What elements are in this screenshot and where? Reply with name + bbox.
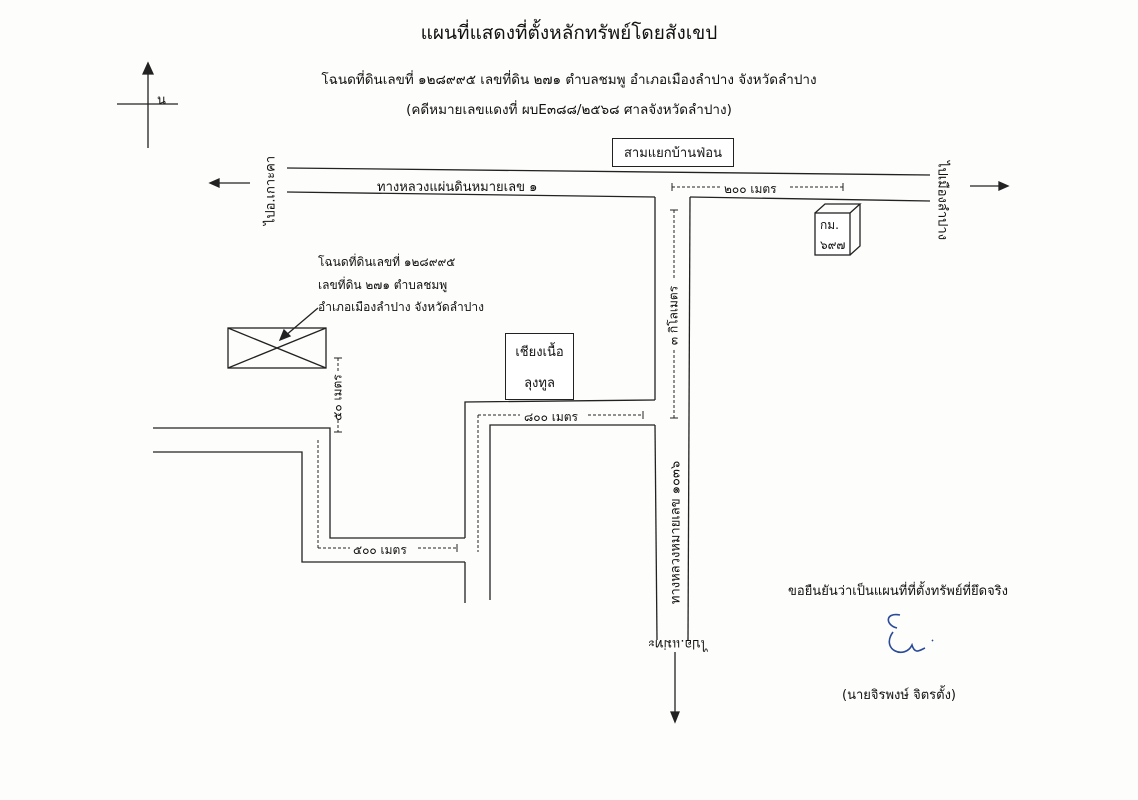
page-title: แผนที่แสดงที่ตั้งหลักทรัพย์โดยสังเขป: [420, 22, 718, 44]
arrow-south-icon: [670, 652, 680, 724]
property-label-line1: โฉนดที่ดินเลขที่ ๑๒๘๙๙๕: [318, 255, 456, 269]
property-label-line3: อำเภอเมืองลำปาง จังหวัดลำปาง: [318, 300, 485, 314]
junction-label: สามแยกบ้านฟ่อน: [612, 138, 734, 167]
arrow-east-icon: [970, 180, 1010, 192]
shop-name-line2: ลุงทูล: [524, 375, 555, 391]
arrow-west-icon: [208, 177, 250, 189]
property-plot: [227, 327, 327, 369]
distance-200m: ๒๐๐ เมตร: [724, 182, 777, 196]
distance-800m: ๘๐๐ เมตร: [524, 410, 578, 424]
highway-1-road: [286, 167, 931, 202]
direction-east-label: ไปเมืองลำปาง: [934, 160, 950, 241]
direction-south-label: ไปอ.แม่ทะ: [647, 636, 708, 651]
direction-west-label: ไปอ.เกาะคา: [263, 155, 279, 226]
signature-mark: [887, 613, 934, 654]
km-marker-label: กม.: [820, 218, 839, 232]
side-road: [153, 399, 656, 603]
highway-1036-label: ทางหลวงหมายเลข ๑๐๓๖: [668, 460, 684, 605]
property-pointer-arrow: [278, 307, 319, 342]
signer-name: (นายจิรพงษ์ จิตรตั้ง): [842, 688, 956, 703]
highway-1-label: ทางหลวงแผ่นดินหมายเลข ๑: [377, 180, 538, 195]
distance-500m: ๕๐๐ เมตร: [353, 543, 407, 557]
highway-1036-road: [654, 196, 691, 641]
property-label-line2: เลขที่ดิน ๒๗๑ ตำบลชมพู: [318, 278, 448, 292]
distance-3km: ๓ กิโลเมตร: [666, 285, 681, 346]
north-label: น: [157, 93, 166, 108]
north-arrow-icon: [117, 61, 178, 148]
shop-landmark: เชียงเนื้อ ลุงทูล: [505, 333, 574, 400]
certification-text: ขอยืนยันว่าเป็นแผนที่ที่ตั้งทรัพย์ที่ยึด…: [788, 584, 1009, 599]
deed-subtitle: โฉนดที่ดินเลขที่ ๑๒๘๙๙๕ เลขที่ดิน ๒๗๑ ตำ…: [321, 72, 817, 88]
km-marker-number: ๖๙๗: [820, 238, 846, 252]
km-marker-post: [814, 203, 862, 256]
shop-name-line1: เชียงเนื้อ: [515, 344, 564, 360]
distance-50m: ๕๐ เมตร: [330, 374, 345, 421]
case-number: (คดีหมายเลขแดงที่ ผบE๓๘๘/๒๕๖๘ ศาลจังหวัด…: [406, 102, 732, 118]
